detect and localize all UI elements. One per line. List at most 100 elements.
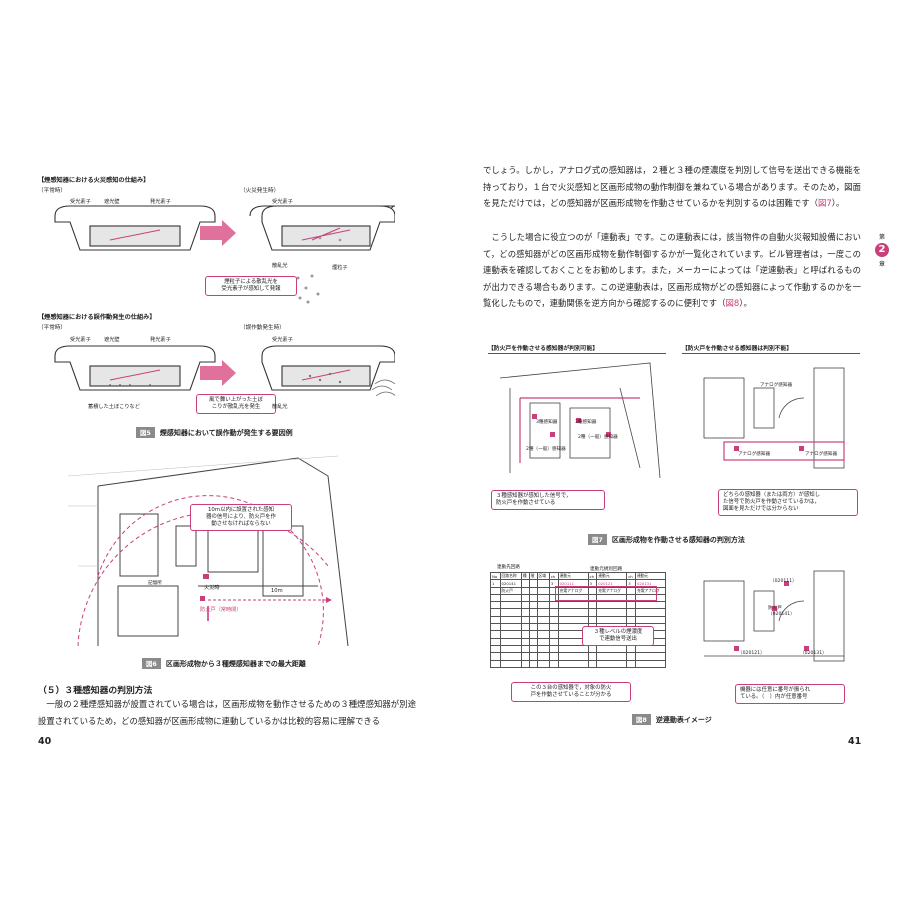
section1-title: 【煙感知器における火災感知の仕組み】: [38, 177, 150, 184]
fig6-number: 図6: [142, 658, 161, 669]
label-shield-2: 遮光壁: [104, 337, 120, 343]
table-cell: [528, 579, 538, 588]
table-row: [490, 659, 667, 668]
floor-plan-fig8: [703, 570, 845, 662]
page-number-left: 40: [38, 736, 52, 747]
fig7-right-label-3: アナログ感知器: [805, 452, 838, 457]
chapter-label-bottom: 章: [878, 261, 885, 268]
fig7-ref: 図7: [818, 198, 832, 209]
table-cell: [528, 586, 538, 595]
fig7-caption: 図7 区画形成物を作動させる感知器の判別方法: [588, 534, 745, 545]
detector-diagram-bottom: [54, 345, 395, 397]
fig5-title: 煙感知器において誤作動が発生する要因例: [159, 428, 293, 437]
table-header: ch: [548, 571, 559, 581]
table-row: [490, 601, 667, 610]
label-dust: 蓄積した土ぼこりなど: [88, 404, 140, 410]
callout-fig6: 10m以内に設置された感知 器の信号により、防火戸を作 動させなければならない: [190, 504, 292, 531]
fig5-caption: 図5 煙感知器において誤作動が発生する要因例: [136, 427, 293, 438]
floor-plan-fig6: [58, 446, 358, 646]
chapter-label-top: 第: [878, 234, 885, 241]
table-cell: [520, 586, 530, 595]
label-scatter-2: 散乱光: [272, 404, 288, 410]
label-scatter: 散乱光: [272, 263, 288, 269]
table-header: ch: [626, 571, 636, 581]
table-header: 階: [528, 571, 538, 581]
table-cell: [536, 579, 550, 588]
callout-fig8-bottom: この３台の感知器で，対象の防火 戸を作動させていることが分かる: [511, 682, 631, 702]
chapter-number: 2: [875, 243, 889, 257]
paragraph-2: こうした場合に役立つのが「連動表」です。この連動表には，該当物件の自動火災報知設…: [483, 229, 861, 312]
fig7-right-label-1: アナログ感知器: [760, 383, 793, 388]
fire-label: （火災発生時）: [240, 188, 280, 194]
paragraph-1: でしょう。しかし，アナログ式の感知器は，２種と３種の煙濃度を判別して信号を送出で…: [483, 162, 861, 212]
table-row: [490, 608, 667, 617]
callout-fig8-table: ３種レベルの煙濃度 で連動信号送出: [582, 626, 654, 646]
floor-plan-fig7-left: [499, 362, 661, 478]
callout-fig8-right: 機器には任意に番号が振られ ている。（ ）内が任意番号: [735, 684, 845, 704]
fig6-title: 区画形成物から３種煙感知器までの最大距離: [165, 659, 306, 668]
fig5-number: 図5: [136, 427, 155, 438]
chapter-tab: 第 2 章: [874, 232, 890, 268]
fig8-title: 逆連動表イメージ: [655, 715, 712, 724]
fig8-plan-label-1: （020111）: [770, 579, 797, 584]
normal-label: （平常時）: [38, 188, 66, 194]
label-emitter-1: 発光素子: [150, 199, 171, 205]
table-header: 連動元: [634, 571, 667, 581]
fig8-number: 図8: [632, 714, 651, 725]
table-header-row: No 回路名称 種 階 区域 ch 連動元 ch 連動元 ch 連動元: [490, 571, 667, 581]
label-smoke: 煙粒子: [332, 265, 348, 271]
panel-right-rule: [682, 353, 860, 354]
paragraph-2-text: こうした場合に役立つのが「連動表」です。この連動表には，該当物件の自動火災報知設…: [483, 232, 861, 309]
fig6-distance: 10m: [271, 588, 283, 594]
table-row: [490, 644, 667, 654]
label-emitter-2: 発光素子: [150, 337, 171, 343]
floor-plan-fig7-right: [703, 367, 845, 469]
callout-fig7-right: どちらの感知器（または両方）が感知し た信号で防火戸を作動させているかは， 図面…: [718, 489, 858, 516]
fig7-right-label-2: アナログ感知器: [738, 452, 771, 457]
fig6-door-label: 防火戸（常時閉）: [200, 607, 242, 613]
heading-5: （５）３種感知器の判別方法: [38, 686, 153, 696]
table-title: 連動先回路: [497, 565, 520, 570]
fig7-left-label-1: 3種感知器: [536, 420, 558, 425]
table-cell: [536, 586, 550, 595]
table-highlight: [555, 586, 657, 601]
fig6-caption: 図6 区画形成物から３種煙感知器までの最大距離: [142, 658, 306, 669]
table-header: 連動元: [557, 571, 589, 581]
table-header: ch: [587, 571, 598, 581]
table-header: 連動元: [596, 571, 628, 581]
fig6-fire-label: 火災時: [204, 585, 220, 591]
table-row: [490, 652, 667, 661]
table-cell: 020141: [499, 579, 522, 588]
table-cell: 防火戸: [499, 586, 522, 595]
fig8-plan-label-4: （020131）: [800, 651, 827, 656]
fig7-left-label-3: 3種感知器: [575, 420, 597, 425]
fig8-plan-label-2: 防火戸 （020141）: [768, 606, 795, 617]
fig8-caption: 図8 逆連動表イメージ: [632, 714, 712, 725]
room-label: 記憶所: [148, 581, 162, 586]
table-cell: [490, 586, 501, 595]
callout-scatter: 煙粒子による散乱光を 受光素子が感知して発報: [205, 276, 297, 296]
label-receiver-fire: 受光素子: [272, 199, 293, 205]
panel-left-rule: [488, 353, 666, 354]
fig7-title: 区画形成物を作動させる感知器の判別方法: [611, 535, 745, 544]
detector-diagram-top: [54, 205, 395, 304]
table-header: 回路名称: [499, 571, 522, 581]
table-header: 区域: [536, 571, 550, 581]
label-receiver-malfunction: 受光素子: [272, 337, 293, 343]
section2-title: 【煙感知器における誤作動発生の仕組み】: [38, 314, 156, 321]
fig7-left-label-2: 2種（一般）感知器: [526, 447, 566, 452]
table-cell: [520, 579, 530, 588]
table-header: 種: [520, 571, 530, 581]
panel-right-title: 【防火戸を作動させる感知器は判別不能】: [682, 346, 793, 352]
malfunction-label: （誤作動発生時）: [240, 325, 285, 331]
label-receiver-2: 受光素子: [70, 337, 91, 343]
label-receiver-1: 受光素子: [70, 199, 91, 205]
table-header: No: [490, 571, 501, 581]
fig8-ref: 図8: [725, 298, 740, 309]
page-number-right: 41: [848, 736, 862, 747]
normal-label-2: （平常時）: [38, 325, 66, 331]
callout-fig7-left: ３種感知器が感知した信号で， 防火戸を作動させている: [491, 490, 605, 510]
callout-dust: 風で舞い上がった土ぼ こりが散乱光を発生: [196, 394, 276, 414]
paragraph-1-text: でしょう。しかし，アナログ式の感知器は，２種と３種の煙濃度を判別して信号を送出で…: [483, 165, 861, 209]
fig7-number: 図7: [588, 534, 607, 545]
